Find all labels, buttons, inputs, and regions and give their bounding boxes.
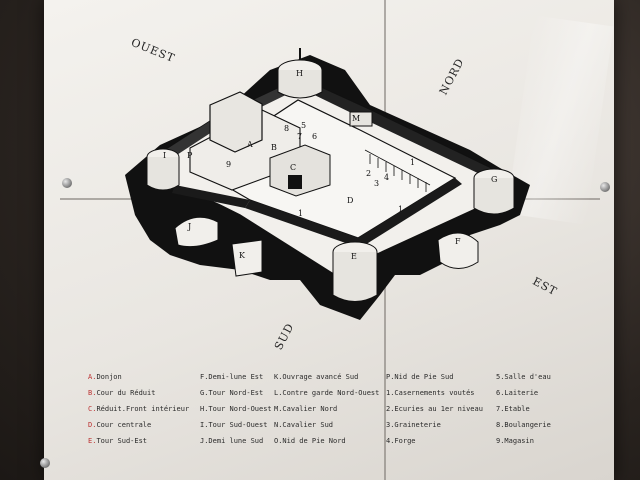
donjon bbox=[209, 91, 263, 153]
plan-label-e: E bbox=[351, 252, 357, 261]
plan-number-4: 4 bbox=[384, 173, 389, 182]
screw-left bbox=[62, 178, 72, 188]
legend-column-2: F.Demi-lune Est G.Tour Nord-Est H.Tour N… bbox=[200, 372, 274, 447]
plan-number-1a: 1 bbox=[410, 158, 415, 167]
legend-column-1: A.Donjon B.Cour du Réduit C.Réduit.Front… bbox=[88, 372, 200, 447]
plan-label-g: G bbox=[491, 175, 497, 184]
plan-label-a: A bbox=[246, 140, 253, 149]
screw-right bbox=[600, 182, 610, 192]
legend-item: 4.Forge bbox=[386, 437, 416, 445]
plan-number-3: 3 bbox=[374, 179, 379, 188]
legend-item: N.Cavalier Sud bbox=[274, 421, 334, 429]
tower-north-east bbox=[473, 168, 515, 215]
plan-label-b: B bbox=[271, 143, 277, 152]
legend-item: C.Réduit.Front intérieur bbox=[88, 405, 190, 413]
plan-number-1b: 1 bbox=[398, 205, 403, 214]
plan-legend: A.Donjon B.Cour du Réduit C.Réduit.Front… bbox=[88, 372, 568, 447]
plan-number-7: 7 bbox=[297, 132, 302, 141]
legend-column-4: P.Nid de Pie Sud 1.Casernements voutés 2… bbox=[386, 372, 496, 447]
legend-item: F.Demi-lune Est bbox=[200, 373, 264, 381]
legend-item: G.Tour Nord-Est bbox=[200, 389, 264, 397]
demi-lune-east bbox=[437, 232, 479, 269]
casernes-arcade bbox=[364, 149, 431, 192]
legend-item: 7.Etable bbox=[496, 405, 530, 413]
plan-label-p: P bbox=[187, 151, 193, 160]
legend-item: 6.Laiterie bbox=[496, 389, 539, 397]
plan-label-m: M bbox=[352, 114, 360, 123]
plan-number-9: 9 bbox=[226, 160, 231, 169]
legend-item: 1.Casernements voutés bbox=[386, 389, 475, 397]
plan-number-8: 8 bbox=[284, 124, 289, 133]
tower-north-west bbox=[277, 48, 323, 99]
tower-south-east bbox=[332, 241, 378, 302]
plan-label-d: D bbox=[347, 196, 353, 205]
southwest-wall-band bbox=[172, 185, 250, 208]
demi-lune-south bbox=[174, 216, 219, 248]
legend-item: O.Nid de Pie Nord bbox=[274, 437, 346, 445]
central-building bbox=[269, 144, 331, 197]
legend-item: 2.Ecuries au 1er niveau bbox=[386, 405, 483, 413]
ouvrage-avance-sud bbox=[231, 239, 263, 277]
central-building-door bbox=[288, 175, 302, 189]
plan-label-k: K bbox=[239, 251, 246, 260]
plan-label-h: H bbox=[296, 69, 303, 78]
plan-number-2: 2 bbox=[366, 169, 371, 178]
plan-label-f: F bbox=[455, 237, 461, 246]
cavalier-north bbox=[349, 111, 373, 127]
legend-item: 8.Boulangerie bbox=[496, 421, 551, 429]
legend-item: 3.Graineterie bbox=[386, 421, 441, 429]
legend-column-3: K.Ouvrage avancé Sud L.Contre garde Nord… bbox=[274, 372, 386, 447]
legend-item: L.Contre garde Nord-Ouest bbox=[274, 389, 380, 397]
legend-item: A.Donjon bbox=[88, 373, 122, 381]
legend-item: E.Tour Sud-Est bbox=[88, 437, 148, 445]
legend-item: 9.Magasin bbox=[496, 437, 534, 445]
legend-item: M.Cavalier Nord bbox=[274, 405, 338, 413]
legend-item: B.Cour du Réduit bbox=[88, 389, 156, 397]
legend-item: 5.Salle d'eau bbox=[496, 373, 551, 381]
screw-bottom-left bbox=[40, 458, 50, 468]
north-wall-band bbox=[300, 78, 490, 176]
plan-number-1c: 1 bbox=[298, 209, 303, 218]
tower-south-west bbox=[146, 148, 180, 191]
legend-item: H.Tour Nord-Ouest bbox=[200, 405, 272, 413]
plan-label-c: C bbox=[290, 163, 296, 172]
legend-column-5: 5.Salle d'eau 6.Laiterie 7.Etable 8.Boul… bbox=[496, 372, 568, 447]
legend-item: D.Cour centrale bbox=[88, 421, 152, 429]
legend-item: I.Tour Sud-Ouest bbox=[200, 421, 268, 429]
legend-item: P.Nid de Pie Sud bbox=[386, 373, 454, 381]
legend-item: K.Ouvrage avancé Sud bbox=[274, 373, 359, 381]
plan-label-i: I bbox=[163, 151, 166, 160]
plan-number-5: 5 bbox=[301, 121, 306, 130]
plan-label-j: J bbox=[187, 222, 191, 231]
plan-number-6: 6 bbox=[312, 132, 317, 141]
legend-item: J.Demi lune Sud bbox=[200, 437, 264, 445]
